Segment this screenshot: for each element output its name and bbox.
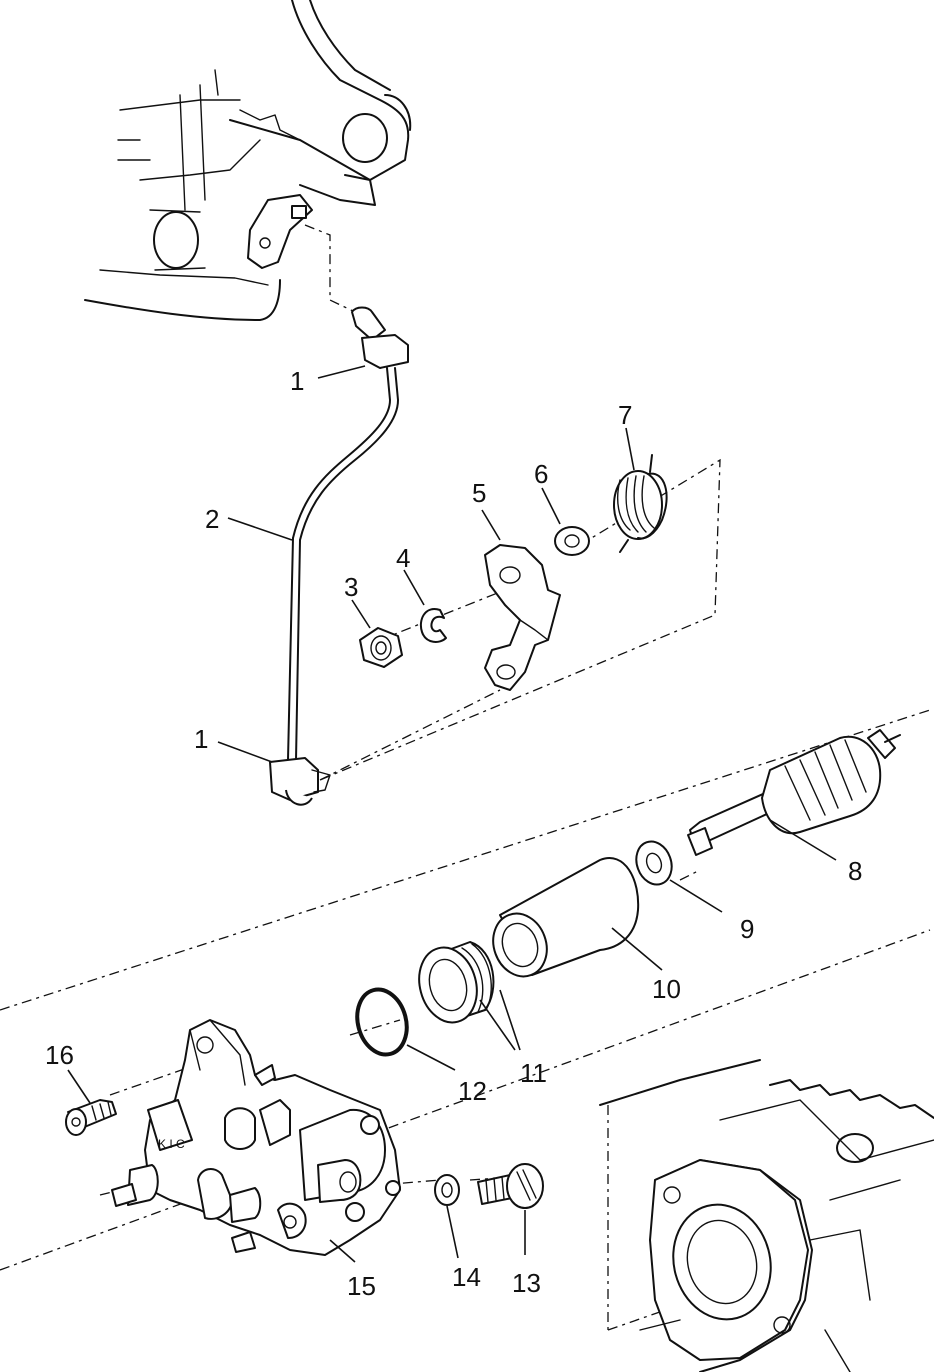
screw-part-13 [477,1163,544,1209]
nut-part [359,627,403,668]
callout-16: 16 [45,1040,74,1070]
callout-3: 3 [344,572,358,602]
oil-pump-body: K I C [111,1019,401,1256]
callout-9: 9 [740,914,754,944]
assembly-lines-upper [304,224,721,781]
o-ring-part [355,987,409,1057]
linkage-rod-assembly [269,306,409,806]
crankcase-lower-right [599,1059,934,1372]
callout-12: 12 [458,1076,487,1106]
engine-housing-top [84,0,412,321]
svg-text:K I C: K I C [158,1137,185,1151]
callout-4: 4 [396,543,410,573]
gear-shaft-part [687,729,901,856]
washer-part-9 [635,840,673,886]
clip-part [420,608,447,643]
callout-2: 2 [205,504,219,534]
callout-6: 6 [534,459,548,489]
sleeve-part [492,857,640,978]
callout-10: 10 [652,974,681,1004]
washer-part-14 [434,1174,460,1206]
callout-8: 8 [848,856,862,886]
callout-15: 15 [347,1271,376,1301]
callout-1-upper: 1 [290,366,304,396]
callout-14: 14 [452,1262,481,1292]
callout-11: 11 [520,1058,547,1088]
spring-part [613,454,668,553]
bracket-part [484,544,561,691]
callout-7: 7 [618,400,632,430]
washer-part-6 [554,526,590,556]
bolt-part-16 [65,1099,117,1136]
callout-1-lower: 1 [194,724,208,754]
callout-5: 5 [472,478,486,508]
callout-labels: 1 2 3 4 5 6 7 1 8 9 10 11 12 13 14 15 16 [45,366,862,1301]
seal-part [418,941,495,1024]
leader-lines [67,365,837,1263]
callout-13: 13 [512,1268,541,1298]
